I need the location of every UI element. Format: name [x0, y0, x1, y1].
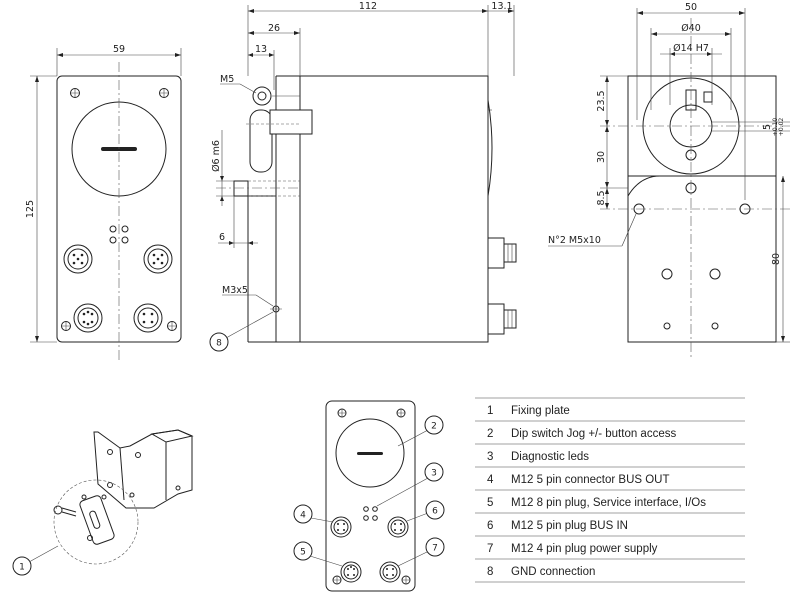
side-6-dim: 6: [219, 232, 225, 243]
balloon-7: [425, 537, 445, 557]
legend-label: Diagnostic leds: [511, 451, 589, 463]
legend-label: M12 5 pin plug BUS IN: [511, 520, 628, 532]
side-26-dim: 26: [268, 23, 280, 34]
legend-num: 4: [487, 474, 494, 486]
side-offset-dim: 13.1: [491, 1, 512, 12]
screw-icon: [53, 505, 77, 517]
rear-tol-lower: +0.02: [778, 118, 785, 137]
rear-view: 50 Ø40 Ø14 H7 23.5 30 8.5 80 5 +0.10 +0.…: [548, 2, 790, 360]
balloon-5: [293, 541, 313, 561]
legend-row: 4 M12 5 pin connector BUS OUT: [475, 474, 745, 491]
m12-connector: [143, 244, 173, 274]
legend-label: Fixing plate: [511, 405, 570, 417]
shaft-dia-dim: Ø6 m6: [211, 140, 222, 172]
legend-label: Dip switch Jog +/- button access: [511, 428, 676, 440]
fixing-plate-view: 1: [12, 429, 194, 576]
front-view: 59 125: [25, 44, 182, 360]
front-height-dim: 125: [25, 200, 36, 218]
diagnostic-leds: [109, 225, 129, 244]
front-width-dim: 59: [113, 44, 125, 55]
holes-callout: N°2 M5x10: [548, 235, 601, 246]
corner-screw: [159, 88, 169, 98]
detail-view: 2 3 4 5 6 7: [293, 400, 445, 592]
balloon-8: [209, 332, 229, 352]
balloon-3: [424, 462, 444, 482]
balloon-7-label: 7: [432, 544, 438, 554]
legend-label: M12 5 pin connector BUS OUT: [511, 474, 670, 486]
rear-bore-inner-dim: Ø14 H7: [673, 43, 709, 54]
m12-connector: [73, 303, 103, 333]
m12-connector: [133, 303, 163, 333]
corner-screw: [61, 321, 71, 331]
balloon-6: [425, 500, 445, 520]
side-13-dim: 13: [255, 44, 267, 55]
rear-30-dim: 30: [596, 151, 607, 163]
legend-label: GND connection: [511, 566, 595, 578]
rear-tol-upper: +0.10: [772, 118, 779, 137]
legend-num: 6: [487, 520, 493, 532]
balloon-2: [424, 415, 444, 435]
legend-num: 1: [487, 405, 493, 417]
legend-num: 8: [487, 566, 493, 578]
balloon-8-label: 8: [216, 339, 222, 349]
side-connector: [487, 237, 517, 269]
legend-row: 7 M12 4 pin plug power supply: [475, 543, 745, 560]
balloon-4-label: 4: [300, 511, 306, 521]
legend-num: 5: [487, 497, 493, 509]
rear-80-dim: 80: [771, 253, 782, 265]
legend-row: 5 M12 8 pin plug, Service interface, I/O…: [475, 497, 745, 514]
legend-row: 2 Dip switch Jog +/- button access: [475, 428, 745, 445]
balloon-6-label: 6: [432, 507, 438, 517]
rear-bore-outer-dim: Ø40: [681, 23, 701, 34]
side-length-dim: 112: [359, 1, 377, 12]
legend-row: 3 Diagnostic leds: [475, 451, 745, 468]
balloon-1-label: 1: [19, 563, 25, 573]
balloon-2-label: 2: [431, 422, 437, 432]
legend-num: 2: [487, 428, 493, 440]
gnd-screw-marker: [270, 303, 282, 315]
balloon-5-label: 5: [300, 548, 306, 558]
balloon-1: [12, 556, 32, 576]
legend-row: 6 M12 5 pin plug BUS IN: [475, 520, 745, 537]
legend-row: 8 GND connection: [475, 566, 745, 583]
rear-23-5-dim: 23.5: [596, 90, 607, 111]
m12-connector: [63, 244, 93, 274]
legend-num: 7: [487, 543, 493, 555]
corner-screw: [167, 321, 177, 331]
legend-num: 3: [487, 451, 493, 463]
side-connector: [487, 303, 517, 335]
legend-table: 1 Fixing plate 2 Dip switch Jog +/- butt…: [475, 397, 745, 583]
side-view: 112 13.1 26 13 M5 Ø6 m6 6 M3x5: [209, 1, 517, 352]
balloon-3-label: 3: [431, 469, 437, 479]
rear-width-dim: 50: [685, 2, 697, 13]
rear-slot-dim: 5: [762, 124, 773, 130]
corner-screw: [70, 88, 80, 98]
thread-m5-label: M5: [220, 74, 234, 85]
balloon-4: [293, 504, 313, 524]
rear-8-5-dim: 8.5: [596, 190, 607, 205]
thread-m3-label: M3x5: [222, 285, 248, 296]
legend-label: M12 4 pin plug power supply: [511, 543, 658, 555]
legend-row: 1 Fixing plate: [475, 405, 745, 422]
legend-label: M12 8 pin plug, Service interface, I/Os: [511, 497, 706, 509]
